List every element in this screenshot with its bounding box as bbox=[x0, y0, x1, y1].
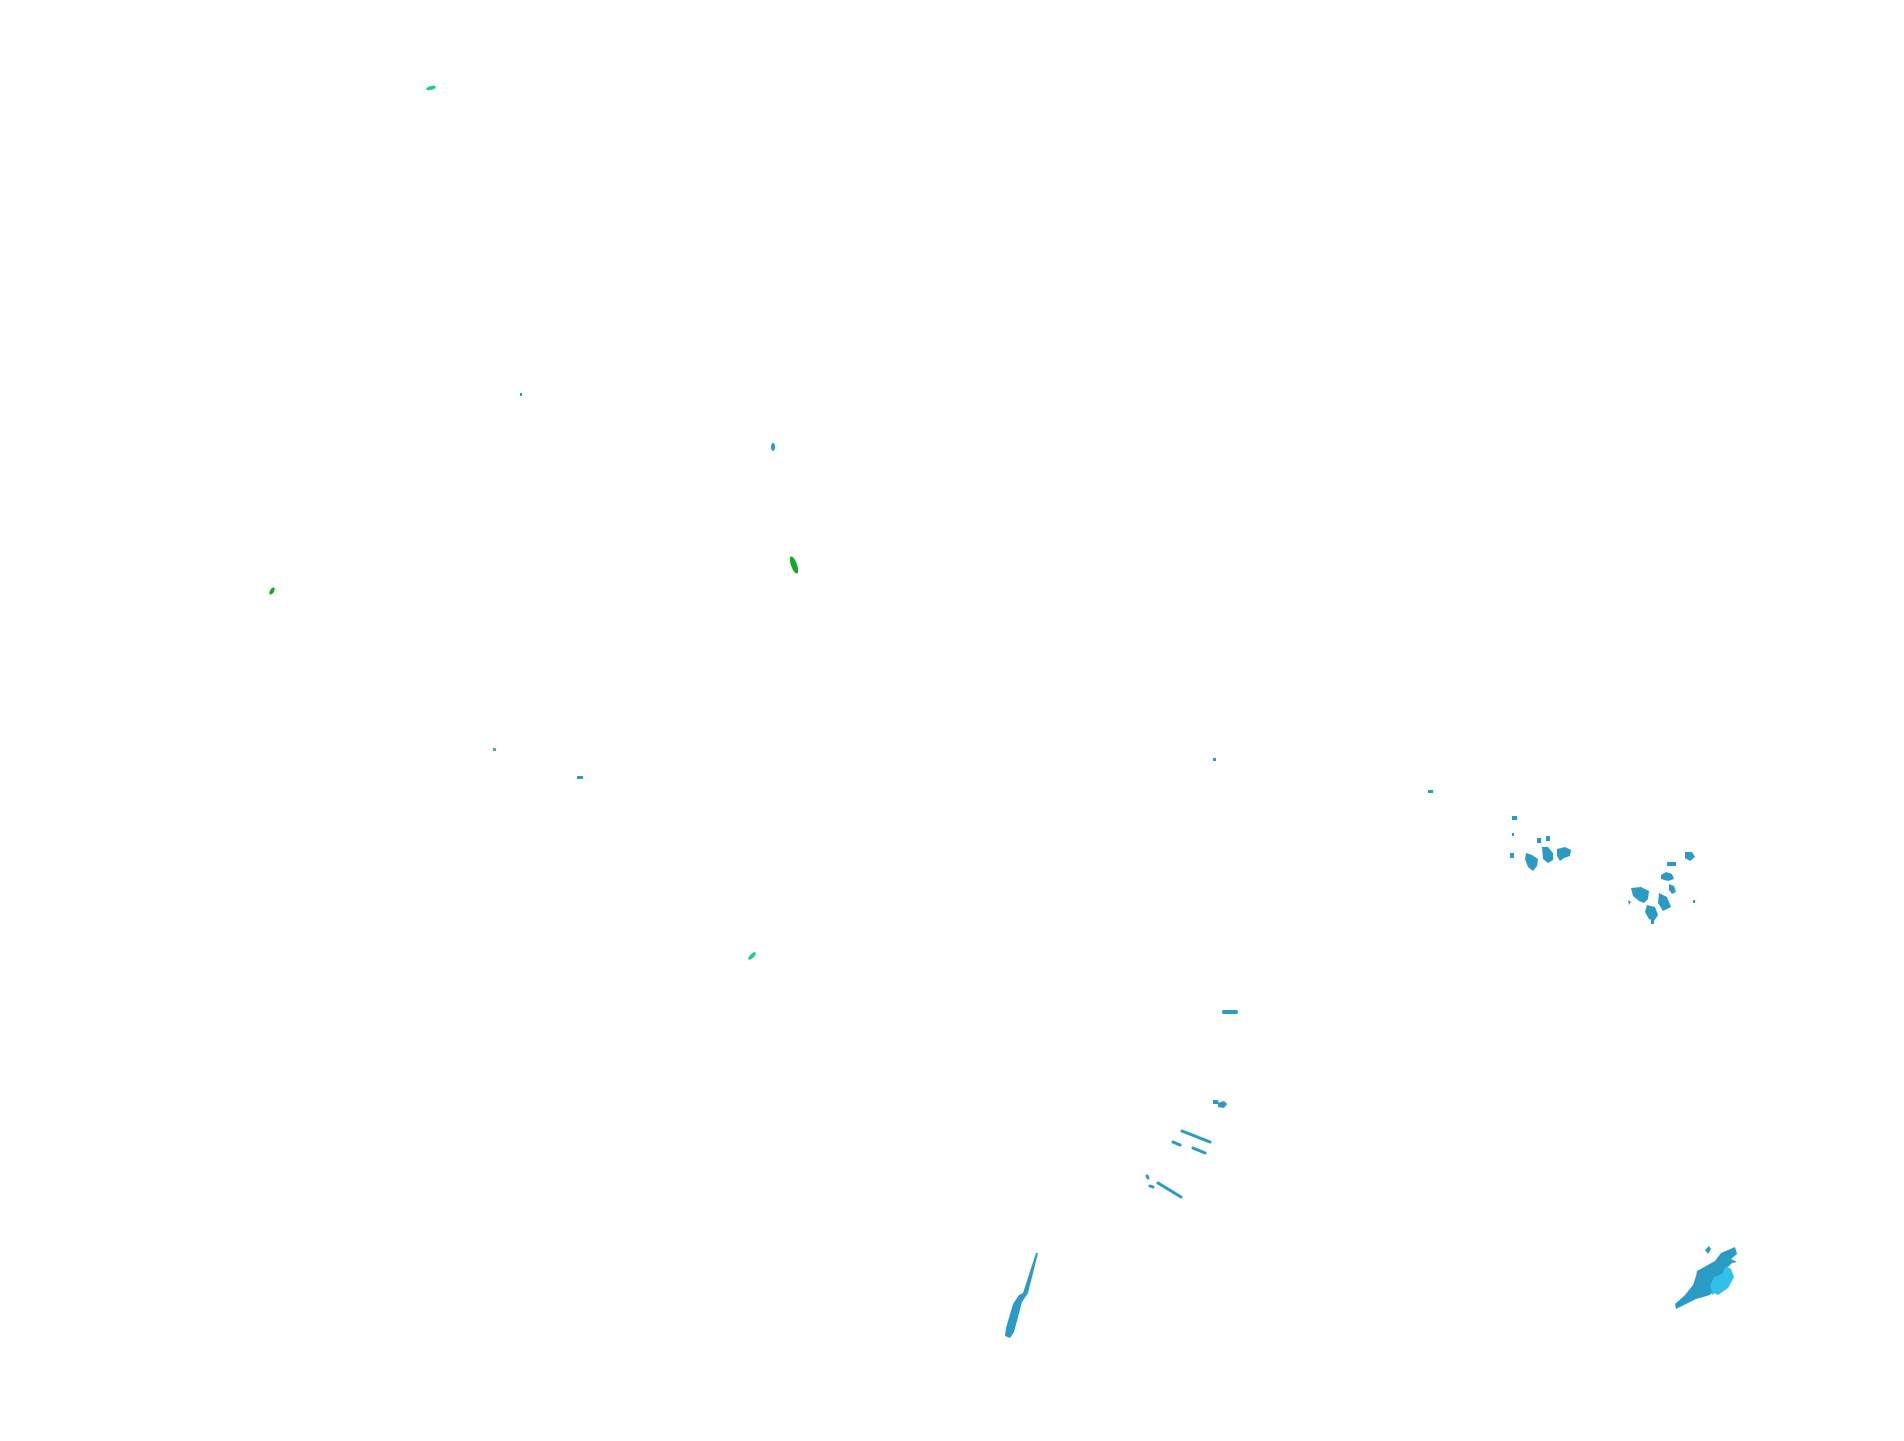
precip-cell bbox=[1222, 1010, 1238, 1014]
precip-cell bbox=[789, 556, 799, 574]
precip-streaks bbox=[1145, 1129, 1212, 1199]
precip-cell bbox=[269, 587, 275, 595]
precip-cluster bbox=[1628, 852, 1695, 924]
precip-cell bbox=[748, 952, 756, 960]
precip-cell bbox=[771, 443, 775, 451]
precip-cell bbox=[426, 85, 436, 91]
precip-cell bbox=[577, 776, 583, 779]
precip-cell bbox=[493, 748, 496, 751]
precip-core bbox=[1710, 1266, 1734, 1295]
precip-cells-blue bbox=[520, 393, 1737, 1338]
precip-cell-large bbox=[1675, 1246, 1737, 1309]
precip-cell bbox=[1213, 758, 1216, 761]
precip-cell bbox=[520, 393, 522, 396]
precip-cluster bbox=[1510, 816, 1571, 871]
precip-cells-green bbox=[269, 85, 799, 960]
precip-cell bbox=[1428, 790, 1433, 793]
precip-streak-long bbox=[1005, 1253, 1038, 1338]
precip-cell bbox=[1213, 1100, 1227, 1108]
